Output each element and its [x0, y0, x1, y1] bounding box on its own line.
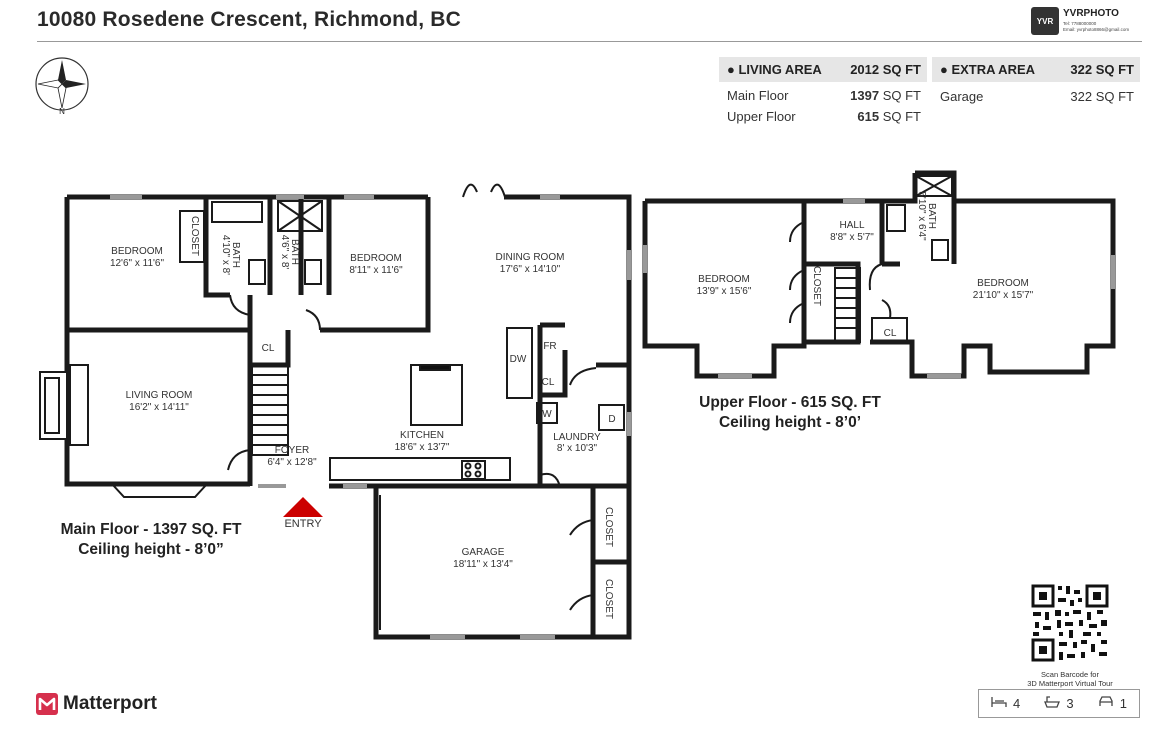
matterport-name: Matterport [63, 693, 157, 714]
living-area-row: Upper Floor 615 SQ FT [727, 109, 921, 124]
extra-area-header: ● EXTRA AREA 322 SQ FT [932, 57, 1140, 82]
main-floor-ceiling: Ceiling height - 8’0” [78, 541, 224, 558]
living-area-label: ● LIVING AREA [727, 62, 822, 77]
extra-area-label: ● EXTRA AREA [940, 62, 1036, 77]
closet-cl-label: CL [884, 328, 897, 339]
bath-label: BATH [289, 239, 300, 265]
brand-block: YVR YVRPHOTO Tel: 7788000000 Email: yvrp… [1031, 7, 1146, 37]
room-name-kitchen: KITCHEN [400, 430, 444, 441]
main-floor-room-labels: BEDROOM 12'6" x 11'6" CLOSET BATH 4'10" … [110, 216, 616, 619]
extra-area-row: Garage 322 SQ FT [940, 89, 1134, 104]
room-dims: 8'8" x 5'7" [830, 232, 874, 243]
bedroom-count: 4 [991, 696, 1020, 711]
living-area-header: ● LIVING AREA 2012 SQ FT [719, 57, 927, 82]
room-name-hall: HALL [839, 220, 864, 231]
room-dims: 21'10" x 15'7" [973, 290, 1034, 301]
room-name-bedroom: BEDROOM [350, 253, 402, 264]
room-dims: 8' x 10'3" [557, 443, 598, 454]
property-address: 10080 Rosedene Crescent, Richmond, BC [37, 8, 462, 31]
room-dims: 6'4" x 12'8" [267, 457, 317, 468]
bathtub-icon [1044, 696, 1061, 708]
main-floor-walls [64, 194, 632, 640]
upper-floor-summary: Upper Floor - 615 SQ. FT Ceiling height … [680, 393, 900, 433]
closet-label: CLOSET [603, 507, 614, 547]
living-area-table: ● LIVING AREA 2012 SQ FT Main Floor 1397… [719, 57, 927, 127]
garage-count: 1 [1098, 696, 1127, 711]
dishwasher-label: DW [510, 354, 527, 365]
compass-north-label: N [59, 107, 65, 116]
qr-code [1031, 584, 1109, 662]
room-dims: 16'2" x 14'11" [129, 402, 189, 413]
room-counts: 4 3 1 [978, 689, 1140, 718]
main-floor-windows [110, 195, 631, 639]
compass-icon: N [35, 57, 89, 116]
dryer-label: D [608, 414, 615, 425]
room-name-bedroom: BEDROOM [698, 274, 750, 285]
yvrphoto-logo: YVR [1031, 7, 1059, 35]
extra-area-total: 322 SQ FT [1070, 62, 1134, 77]
room-dims: 18'11" x 13'4" [453, 559, 513, 570]
room-name-laundry: LAUNDRY [553, 432, 601, 443]
upper-floor-area: Upper Floor - 615 SQ. FT [699, 394, 881, 411]
room-name-dining: DINING ROOM [496, 252, 565, 263]
closet-cl-label: CL [262, 343, 275, 354]
entry-label: ENTRY [284, 518, 322, 530]
living-area-total: 2012 SQ FT [850, 62, 921, 77]
brand-email: Email: yvrphoto8866@gmail.com [1063, 27, 1130, 32]
room-name-living: LIVING ROOM [126, 390, 193, 401]
upper-floor-ceiling: Ceiling height - 8’0’ [718, 414, 862, 431]
bath-dims: 4'6" x 8' [279, 235, 290, 270]
upper-floor-details [789, 175, 953, 343]
room-name-bedroom: BEDROOM [977, 278, 1029, 289]
living-area-row: Main Floor 1397 SQ FT [727, 88, 921, 103]
room-name-foyer: FOYER [275, 445, 309, 456]
brand-name: YVRPHOTO [1063, 8, 1119, 19]
closet-label: CLOSET [811, 266, 822, 306]
bath-label: BATH [230, 242, 241, 268]
upper-floor-walls [642, 170, 1116, 379]
entry-arrow-icon [283, 497, 323, 517]
header-divider [37, 41, 1142, 42]
upper-floor-windows [643, 199, 1115, 378]
matterport-logo: Matterport [36, 693, 157, 715]
bed-icon [991, 697, 1007, 707]
extra-area-table: ● EXTRA AREA 322 SQ FT Garage 322 SQ FT [932, 57, 1140, 107]
car-icon [1099, 696, 1113, 706]
matterport-icon [36, 693, 58, 715]
main-floor-details [39, 183, 625, 630]
bath-dims: 5'10" x 6'4" [916, 191, 927, 241]
bath-label: BATH [926, 203, 937, 229]
closet-label: CLOSET [603, 579, 614, 619]
room-dims: 8'11" x 11'6" [349, 265, 403, 276]
room-dims: 17'6" x 14'10" [500, 264, 561, 275]
closet-cl-label: CL [542, 377, 555, 388]
closet-label: CLOSET [189, 216, 200, 256]
main-floor-summary: Main Floor - 1397 SQ. FT Ceiling height … [36, 520, 266, 560]
room-name-garage: GARAGE [462, 547, 505, 558]
main-floor-area: Main Floor - 1397 SQ. FT [60, 521, 242, 538]
upper-floor-room-labels: BEDROOM 13'9" x 15'6" CLOSET HALL 8'8" x… [697, 191, 1034, 339]
room-name-bedroom: BEDROOM [111, 246, 163, 257]
room-dims: 18'6" x 13'7" [395, 442, 450, 453]
washer-label: W [542, 409, 552, 420]
bathroom-count: 3 [1044, 696, 1074, 711]
brand-tel: Tel: 7788000000 [1063, 21, 1097, 26]
fridge-label: FR [543, 341, 556, 352]
qr-caption: Scan Barcode for 3D Matterport Virtual T… [1027, 670, 1113, 688]
room-dims: 12'6" x 11'6" [110, 258, 165, 269]
room-dims: 13'9" x 15'6" [697, 286, 752, 297]
bath-dims: 4'10" x 8' [220, 235, 231, 275]
